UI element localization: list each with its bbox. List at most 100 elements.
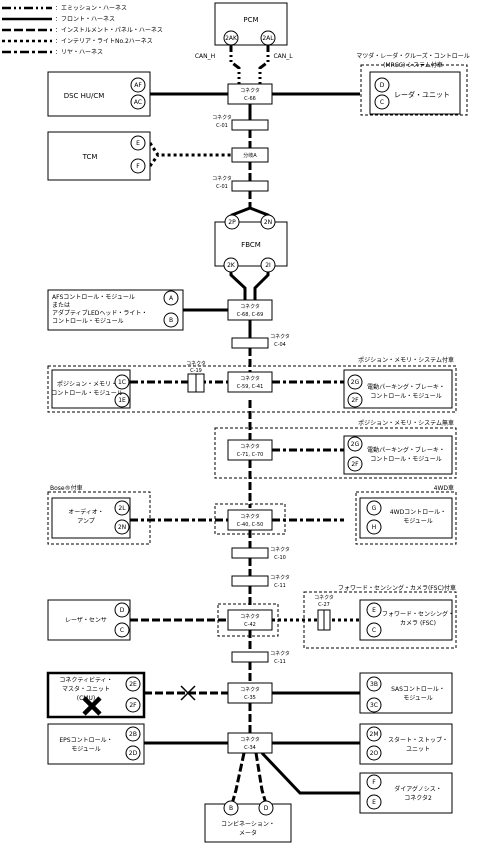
diag-label-1: ダイアグノシス・ (394, 785, 442, 793)
pin-epb2-1: 2G (351, 441, 360, 448)
conn-c66: C-66 (244, 96, 256, 102)
conn-bunki: 分岐A (243, 152, 257, 159)
epb1-label-1: 電動パーキング・ブレーキ・ (367, 383, 445, 391)
conn-word-c04: コネクタ (270, 333, 290, 340)
pin-fsc-2: C (372, 627, 376, 634)
cmu-label-3: (CMU) (77, 695, 95, 702)
sas-label-2: モジュール (403, 695, 433, 702)
afs-label-3: アダプティブLEDヘッド・ライト・ (52, 309, 147, 317)
pin-pcm-l: 2AL (262, 35, 274, 42)
pin-fbcm-b1: 2K (227, 262, 236, 269)
conn-word-c11a: コネクタ (270, 574, 290, 581)
pin-eps-1: 2B (129, 731, 137, 738)
epb2-label-2: コントロール・モジュール (370, 456, 442, 463)
can-h-label: CAN_H (195, 53, 215, 60)
pin-fsc-1: E (372, 607, 376, 614)
cmu-label-2: マスタ・ユニット (62, 685, 110, 693)
audio-label-2: アンプ (77, 518, 95, 525)
connector-labels: コネクタ C-66 分岐A コネクタ C-68, C-69 コネクタ C-59,… (186, 87, 334, 751)
pin-afs-1: A (169, 295, 174, 302)
conn-word-c40: コネクタ (240, 513, 260, 520)
psm-label-1: ポジション・メモリ・ (57, 380, 117, 388)
conn-word-c66: コネクタ (240, 87, 260, 94)
epb1-label-2: コントロール・モジュール (370, 393, 442, 400)
pin-eps-2: 2D (129, 750, 138, 757)
diag-label-2: コネクタ2 (404, 794, 432, 802)
pin-psm-2: 1E (118, 397, 126, 404)
audio-label-1: オーディオ・ (68, 508, 104, 516)
pin-4wd-2: H (372, 524, 377, 531)
conn-c27: C-27 (318, 602, 330, 608)
conn-word-c10: コネクタ (270, 546, 290, 553)
bose-note: Bose®付車 (50, 484, 83, 492)
pin-tcm-1: E (136, 140, 140, 147)
pin-combi-2: D (264, 805, 269, 812)
pin-cmu-1: 2E (129, 681, 137, 688)
conn-c01b: C-01 (216, 184, 228, 190)
conn-c19: C-19 (190, 368, 202, 374)
conn-word-c42: コネクタ (240, 613, 260, 620)
pin-fbcm-t1: 2P (228, 219, 236, 226)
open-circuit-mark (180, 685, 196, 701)
pin-dsc-2: AC (134, 99, 142, 106)
conn-c04: C-04 (274, 342, 286, 348)
module-labels: PCM CAN_H CAN_L DSC HU/CM マツダ・レーダ・クルーズ・コ… (50, 16, 470, 837)
pin-sas-1: 3B (370, 681, 378, 688)
pin-4wd-1: G (372, 505, 377, 512)
radar-label: レーダ・ユニット (394, 90, 450, 99)
joint-boxes (187, 83, 331, 754)
legend-rear: ：リヤ・ハーネス (55, 49, 103, 56)
4wd-label-2: モジュール (403, 518, 433, 525)
conn-c34: C-34 (244, 745, 256, 751)
sas-label-1: SASコントロール・ (391, 686, 445, 693)
conn-word-c27: コネクタ (314, 594, 334, 601)
eps-label-2: モジュール (71, 746, 101, 753)
pin-pcm-h: 2AK (225, 35, 238, 42)
conn-word-c01a: コネクタ (212, 114, 232, 121)
pin-audio-1: 2L (118, 505, 126, 512)
ss-label-1: スタート・ストップ・ (388, 736, 448, 744)
pin-laser-2: C (120, 627, 124, 634)
epb2-label-1: 電動パーキング・ブレーキ・ (367, 446, 445, 454)
pin-epb1-2: 2F (351, 397, 359, 404)
joint-inner-lines (195, 374, 325, 630)
pin-audio-2: 2N (118, 524, 126, 531)
pin-diag-1: F (372, 779, 376, 786)
pin-cmu-2: 2F (129, 702, 137, 709)
nopsm-note: ポジション・メモリ・システム無車 (358, 419, 454, 427)
pin-psm-1: 1C (118, 379, 126, 386)
conn-word-c11b: コネクタ (270, 650, 290, 657)
pin-diag-2: E (372, 799, 376, 806)
conn-word-c59: コネクタ (240, 375, 260, 382)
conn-c35: C-35 (244, 695, 256, 701)
option-frames (47, 64, 468, 649)
pin-laser-1: D (120, 607, 125, 614)
can-l-label: CAN_L (273, 53, 293, 60)
conn-c01a: C-01 (216, 123, 228, 129)
conn-c59: C-59, C-41 (237, 384, 264, 390)
pin-ss-1: 2M (370, 731, 379, 738)
pin-afs-2: B (169, 317, 173, 324)
fbcm-label: FBCM (241, 241, 261, 249)
cmu-label-1: コネクティビティ・ (59, 676, 112, 684)
pin-radar-1: D (380, 82, 385, 89)
fsc-label-1: フォワード・センシング・ (382, 610, 454, 618)
conn-word-c19: コネクタ (186, 360, 206, 367)
legend: ：エミッション・ハーネス ：フロント・ハーネス ：インストルメント・パネル・ハー… (2, 5, 163, 56)
pin-labels: 2AK 2AL AF AC D C E F 2P 2N 2K 2I A B 1C… (118, 35, 385, 812)
afs-label-1: AFSコントロール・モジュール (52, 294, 135, 301)
pin-fbcm-t2: 2N (264, 219, 272, 226)
pcm-label: PCM (243, 16, 258, 24)
pin-tcm-2: F (136, 163, 140, 170)
pin-dsc-1: AF (134, 82, 142, 89)
psm-label-2: コントロール・モジュール (51, 390, 123, 397)
pin-radar-2: C (380, 99, 384, 106)
conn-c42: C-42 (244, 622, 256, 628)
combi-label-1: コンビネーション・ (221, 820, 275, 828)
pin-ss-2: 2O (370, 750, 379, 757)
pins (114, 30, 390, 816)
conn-word-c01b: コネクタ (212, 175, 232, 182)
conn-c71: C-71, C-70 (237, 452, 264, 458)
pin-combi-1: B (229, 805, 233, 812)
conn-c11a: C-11 (274, 583, 286, 589)
